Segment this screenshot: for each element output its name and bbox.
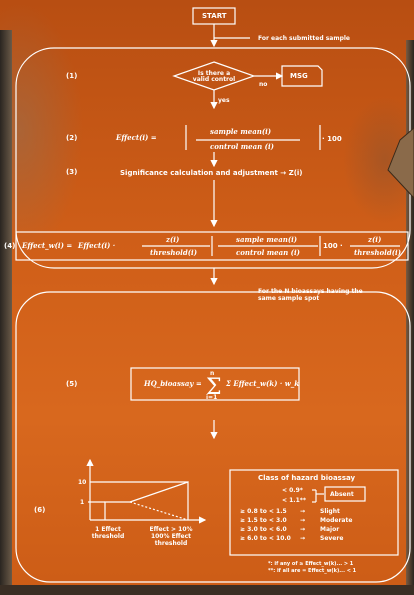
class-arrow-6: →	[300, 535, 306, 542]
step5-label: (5)	[66, 380, 78, 388]
times-100: · 100	[322, 135, 342, 143]
sample-mean: sample mean(i)	[210, 127, 272, 136]
control-mean: control mean (i)	[210, 142, 274, 151]
class-label-5: Major	[320, 526, 340, 533]
class-range-2: < 1.1**	[282, 497, 307, 504]
class-label-3: Slight	[320, 508, 340, 515]
significance-label: Significance calculation and adjustment …	[120, 169, 303, 177]
hq-sum-term: Σ Effect_w(k) · w_k	[226, 379, 300, 388]
photo-edge-left	[0, 30, 12, 595]
sample-mean-2: sample mean(i)	[236, 235, 298, 244]
decision-yes-label: yes	[218, 97, 230, 104]
times-100-b: 100 ·	[323, 242, 343, 250]
class-range-5: ≥ 3.0 to < 6.0	[240, 526, 287, 533]
graph-x-left: 1 Effect threshold	[91, 526, 125, 540]
photo-edge-bottom	[0, 585, 414, 595]
effect-lhs: Effect(i) =	[116, 133, 157, 142]
step1-label: (1)	[66, 72, 78, 80]
photo-edge-right	[406, 40, 414, 595]
for-each-sample-label: For each submitted sample	[258, 35, 350, 42]
class-box	[229, 469, 399, 556]
decision-no-label: no	[259, 81, 268, 88]
class-range-4: ≥ 1.5 to < 3.0	[240, 517, 287, 524]
sum-lower-limit: i=1	[206, 394, 218, 401]
class-label-absent: Absent	[330, 491, 354, 498]
msg-box	[281, 65, 323, 87]
step2-label: (2)	[66, 134, 78, 142]
step6-label: (6)	[34, 506, 46, 514]
footnote-2: **: if all are = Effect_w(k)... < 1	[268, 568, 357, 574]
threshold-term-1: threshold(i)	[150, 248, 198, 257]
hq-box	[130, 367, 300, 401]
group-box-2	[15, 291, 411, 583]
footnote-1: *: if any of ≥ Effect_w(k)... > 1	[268, 561, 354, 567]
control-mean-2: control mean (i)	[236, 248, 300, 257]
sum-symbol: Σ	[206, 375, 222, 400]
for-all-bioassays-label: For the N bioassays having the same samp…	[258, 288, 363, 302]
class-title: Class of hazard bioassay	[258, 474, 356, 482]
start-label: START	[202, 12, 227, 20]
graph-x-right: Effect > 10% 100% Effect threshold	[149, 526, 193, 547]
step4-label: (4)	[4, 242, 16, 250]
step3-label: (3)	[66, 168, 78, 176]
sum-upper-limit: n	[210, 370, 215, 377]
class-range-1: < 0.9*	[282, 487, 303, 494]
z-i-term-1: z(i)	[166, 235, 180, 244]
z-i-term-2: z(i)	[368, 235, 382, 244]
class-label-6: Severe	[320, 535, 344, 542]
graph-y-mid: 1	[80, 499, 85, 506]
msg-label: MSG	[290, 72, 308, 80]
class-arrow-4: →	[300, 517, 306, 524]
class-arrow-5: →	[300, 526, 306, 533]
effect-w-lhs: Effect_w(i) =	[22, 241, 73, 250]
effect-i-term: Effect(i) ·	[78, 241, 116, 250]
side-diamond	[387, 127, 414, 199]
class-label-4: Moderate	[320, 517, 353, 524]
class-arrow-3: →	[300, 508, 306, 515]
threshold-term-2: threshold(i)	[354, 248, 402, 257]
class-range-3: ≥ 0.8 to < 1.5	[240, 508, 287, 515]
absent-box	[324, 486, 366, 502]
effect-w-box	[15, 231, 409, 261]
decision-label: Is there a valid control	[192, 70, 236, 83]
hq-lhs: HQ_bioassay =	[144, 379, 202, 388]
class-range-6: ≥ 6.0 to < 10.0	[240, 535, 291, 542]
graph-y-top: 10	[78, 479, 87, 486]
